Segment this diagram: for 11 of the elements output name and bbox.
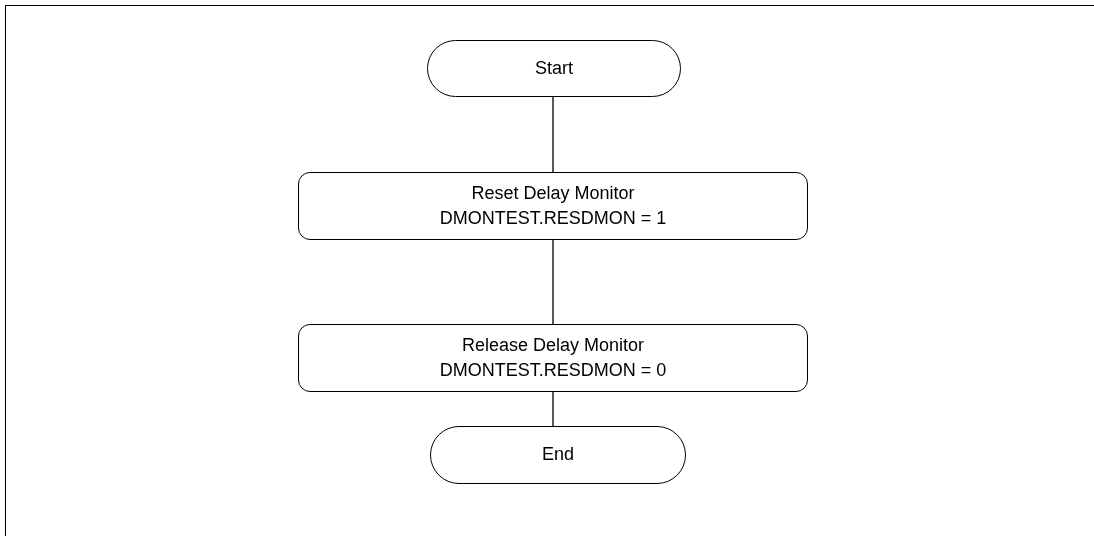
node-text: Start bbox=[535, 56, 573, 80]
node-text: DMONTEST.RESDMON = 1 bbox=[439, 207, 667, 230]
node-text: DMONTEST.RESDMON = 0 bbox=[439, 359, 667, 382]
connector-line bbox=[552, 391, 554, 427]
process-box bbox=[298, 324, 808, 392]
connector-line bbox=[552, 96, 554, 173]
node-text: End bbox=[542, 443, 574, 467]
node-text: Reset Delay Monitor bbox=[471, 181, 635, 205]
process-box bbox=[298, 172, 808, 240]
node-text: Release Delay Monitor bbox=[461, 333, 645, 357]
connector-line bbox=[552, 239, 554, 325]
